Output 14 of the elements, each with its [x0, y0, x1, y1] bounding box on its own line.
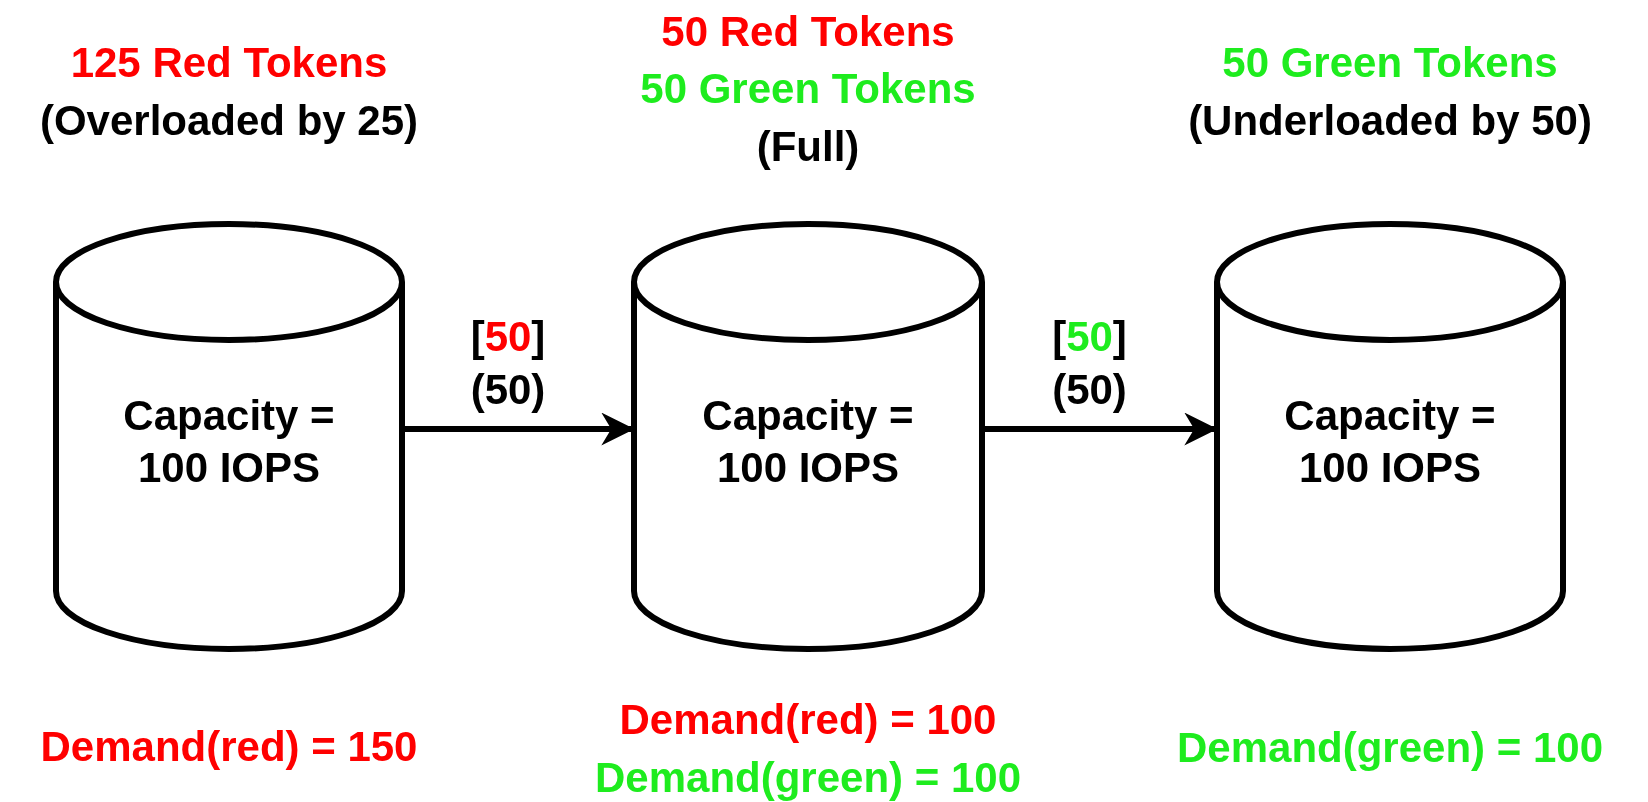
token-status-text: 125 Red Tokens — [69, 38, 389, 88]
demand-text: Demand(red) = 150 — [39, 722, 419, 772]
demand-text: Demand(green) = 100 — [594, 753, 1022, 802]
token-status-text: 50 Green Tokens — [639, 64, 977, 114]
token-status-text: 50 Red Tokens — [660, 7, 956, 57]
token-status-text: (Full) — [755, 122, 861, 172]
demand-text: Demand(green) = 100 — [1176, 723, 1604, 773]
demand-text: Demand(red) = 100 — [618, 695, 998, 745]
token-status-text: (Underloaded by 50) — [1187, 96, 1593, 146]
capacity-text: Capacity = 100 IOPS — [1283, 390, 1497, 493]
capacity-text: Capacity = 100 IOPS — [122, 390, 336, 493]
token-status-text: 50 Green Tokens — [1221, 38, 1559, 88]
capacity-text: Capacity = 100 IOPS — [701, 390, 915, 493]
token-status-text: (Overloaded by 25) — [38, 96, 420, 146]
